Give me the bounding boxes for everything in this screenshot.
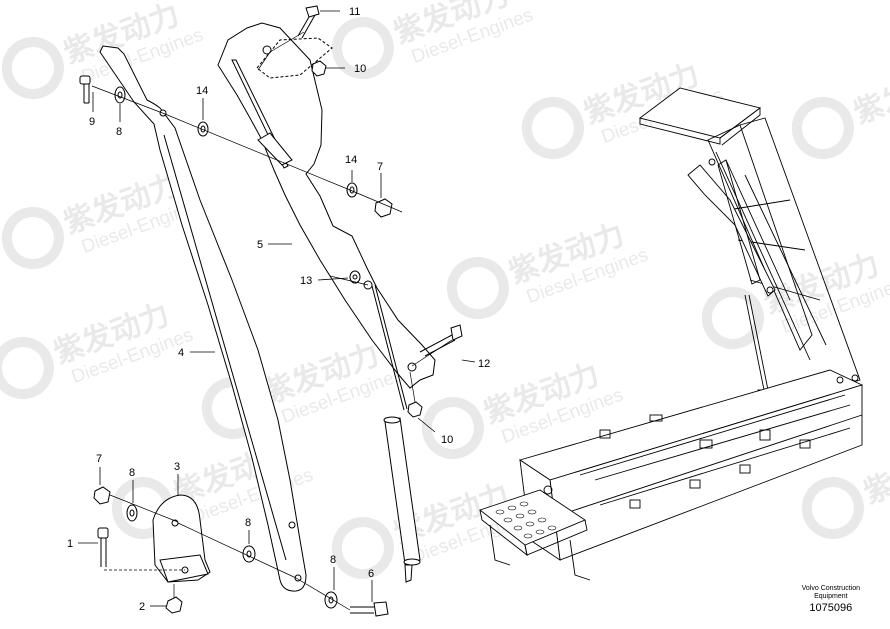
callout-8-bracket: 8 [129,467,135,479]
callout-leaders [78,10,476,607]
nut-10-bottom [407,401,423,418]
angle-bracket-part-3 [152,494,211,583]
callout-3: 3 [174,461,180,473]
callout-4: 4 [178,347,184,359]
bracket-plate-part-5 [217,22,436,389]
gas-strut [363,280,421,583]
callout-10-top: 10 [354,63,366,75]
callout-7-bottom: 7 [96,453,102,465]
washer-14-right [346,182,358,198]
caption-drawing-number: 1075096 [809,602,853,614]
callout-8-top: 8 [116,126,122,138]
callout-6: 6 [368,568,374,580]
callout-8-bottom: 8 [330,554,336,566]
nut-2 [165,596,183,614]
callout-14-right: 14 [345,154,357,166]
callout-14-left: 14 [196,85,208,97]
svg-text:紫发动力: 紫发动力 [849,57,890,131]
nut-7-bottom [93,486,111,505]
machine-overview [479,87,864,581]
bolt-11 [297,5,320,39]
callout-12: 12 [478,358,490,370]
callout-11: 11 [349,6,360,18]
bolt-9 [79,75,91,104]
washer-8-top [114,86,126,104]
bolt-6 [350,601,389,617]
callout-2: 2 [139,601,145,613]
assembly-lines [91,31,453,611]
callout-9: 9 [89,116,95,128]
callout-7-top: 7 [377,161,383,173]
svg-text:紫发动力: 紫发动力 [859,437,890,511]
callout-10-bottom: 10 [441,434,453,446]
washer-8-bracket [126,504,138,522]
callout-8-mid: 8 [245,517,251,529]
washer-14-left [197,121,209,137]
bolt-1 [97,527,109,567]
callout-labels: 11 10 9 8 14 14 7 5 13 4 12 10 7 8 3 1 2… [67,6,490,613]
caption-company-line: Volvo Construction [801,585,860,592]
nut-7-top [374,198,393,218]
caption-equipment-line: Equipment [814,593,848,600]
callout-5: 5 [257,239,263,251]
callout-13: 13 [300,275,312,287]
washer-8-bottom [324,591,338,609]
callout-1: 1 [67,538,73,550]
washer-13 [349,270,361,284]
nut-10-top [311,60,327,77]
drawing-caption: Volvo Construction Equipment 1075096 [802,585,860,615]
